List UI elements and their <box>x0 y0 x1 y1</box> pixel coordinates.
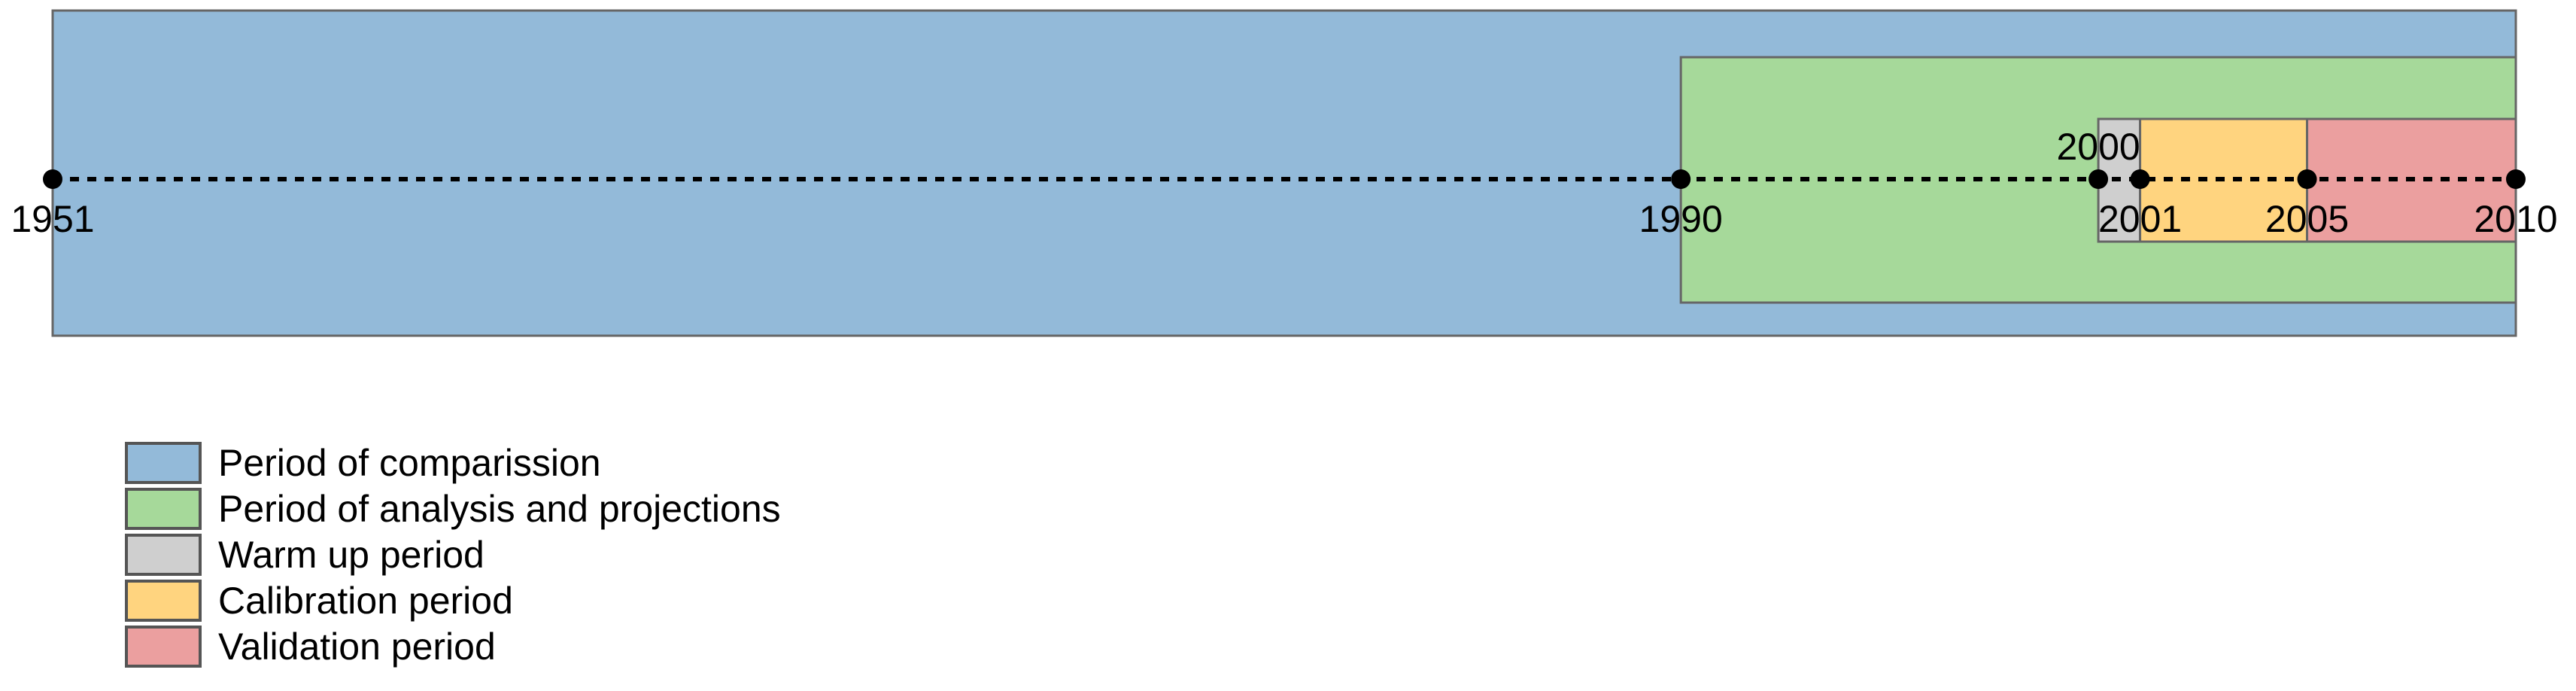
legend-item-validation: Validation period <box>125 623 781 669</box>
marker-label-2001: 2001 <box>2098 198 2182 240</box>
legend-label-warmup: Warm up period <box>218 533 485 576</box>
marker-dot-2010 <box>2506 169 2526 189</box>
legend-item-analysis: Period of analysis and projections <box>125 486 781 531</box>
legend-label-calibration: Calibration period <box>218 579 513 622</box>
legend-item-calibration: Calibration period <box>125 577 781 623</box>
legend-swatch-calibration <box>125 579 202 622</box>
marker-dot-1990 <box>1671 169 1691 189</box>
marker-label-1951: 1951 <box>11 198 94 240</box>
marker-dot-2001 <box>2130 169 2150 189</box>
marker-label-2000: 2000 <box>2056 126 2140 168</box>
legend-label-analysis: Period of analysis and projections <box>218 487 781 530</box>
legend-item-comparison: Period of comparission <box>125 440 781 486</box>
marker-dot-1951 <box>43 169 62 189</box>
marker-dot-2000 <box>2088 169 2109 189</box>
marker-label-1990: 1990 <box>1639 198 1723 240</box>
timeline-diagram: 1951 1990 2000 2001 2005 2010 <box>11 9 2558 337</box>
marker-dot-2005 <box>2297 169 2317 189</box>
legend-swatch-analysis <box>125 487 202 530</box>
marker-label-2005: 2005 <box>2265 198 2349 240</box>
legend-swatch-comparison <box>125 441 202 484</box>
marker-label-2010: 2010 <box>2474 198 2557 240</box>
legend-swatch-warmup <box>125 533 202 576</box>
legend-label-comparison: Period of comparission <box>218 441 601 484</box>
legend-label-validation: Validation period <box>218 625 496 668</box>
legend-swatch-validation <box>125 625 202 668</box>
year-markers: 1951 1990 2000 2001 2005 2010 <box>11 126 2557 240</box>
legend: Period of comparission Period of analysi… <box>125 440 781 669</box>
legend-item-warmup: Warm up period <box>125 531 781 577</box>
